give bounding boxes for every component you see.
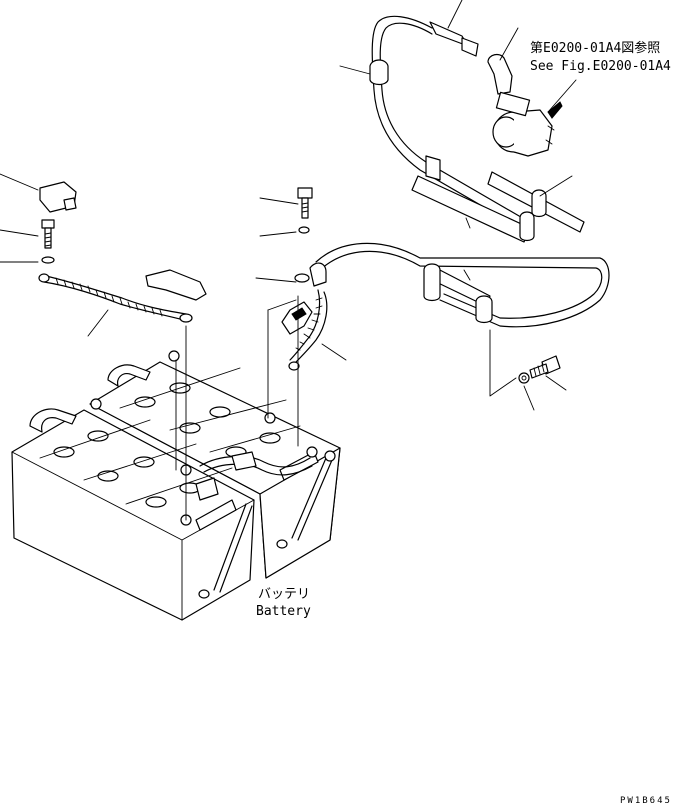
hold-down-rod-rear [291,457,333,541]
battery-jp-label: バッテリ [258,587,310,602]
jumper-cable [199,455,311,468]
drawing-number: PW1B645 [620,796,672,806]
clamp-c [475,295,493,324]
hold-down-rod-front [213,503,253,593]
leader-lines-upper [0,0,577,411]
left-parts [38,181,207,323]
reference-en-text: See Fig.E0200-01A4 [530,59,671,74]
terminal-ring [294,273,310,283]
centre-parts [281,187,328,371]
reference-jp-text: 第E0200-01A4図参照 [530,40,660,56]
washer-right [518,372,530,384]
lower-right-bolt [518,355,561,384]
handle-front [29,408,77,433]
upper-harness [315,15,610,328]
bolt-centre-head [297,187,313,199]
washer-centre [298,226,310,234]
clamp-b [423,263,441,302]
clamp-upper-left [369,59,389,86]
battery-en-label: Battery [256,604,311,619]
handle-rear [107,364,151,387]
batteries [11,295,341,621]
bracket-upper [411,175,531,243]
clamp-a [425,155,441,181]
washer-left [41,256,55,264]
clamp-e [531,189,547,218]
ground-cable [43,281,185,321]
terminal-cover-mid [145,269,207,301]
battery-relay [487,53,563,157]
clamp-d [519,211,535,242]
relay-bolt [547,101,563,119]
bolt-left-head [41,219,55,229]
